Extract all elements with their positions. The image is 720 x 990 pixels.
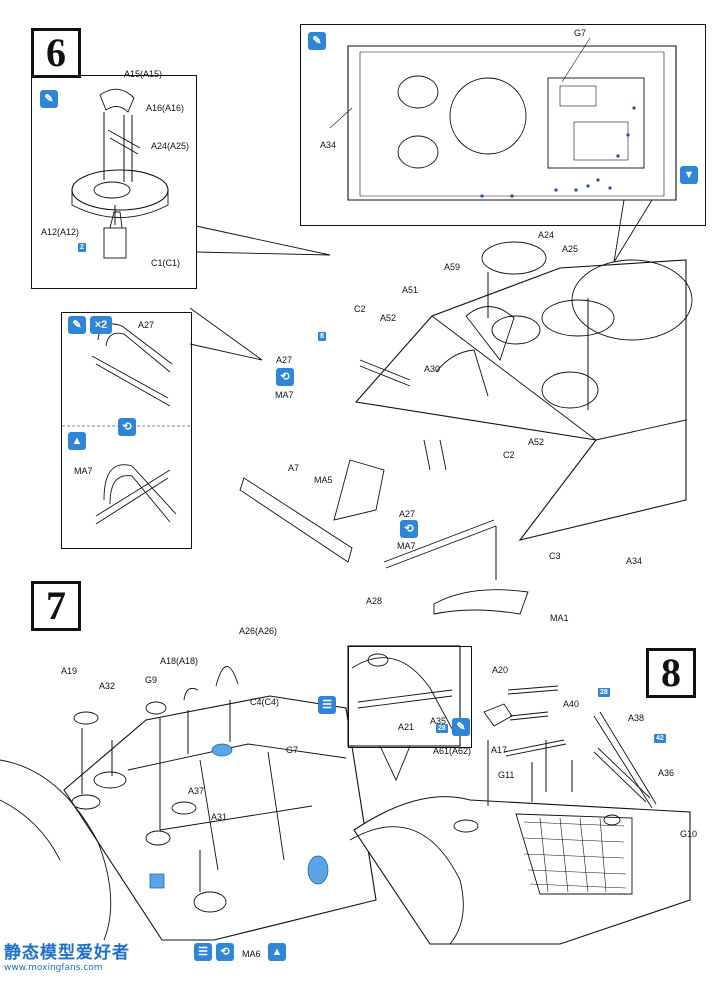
part-label: A12(A12) xyxy=(41,227,80,237)
part-label: A18(A18) xyxy=(160,656,199,666)
part-label: A26(A26) xyxy=(239,626,278,636)
part-label: A16(A16) xyxy=(146,103,185,113)
turret-detail-drawing xyxy=(71,88,169,259)
hull-plate-top-view xyxy=(329,37,677,201)
top-view-icon: ▲ xyxy=(268,943,286,961)
top-view-icon: ▲ xyxy=(68,432,86,450)
part-label: C3 xyxy=(549,551,561,561)
part-label: A28 xyxy=(366,596,383,606)
part-label: A27 xyxy=(138,320,155,330)
part-label: C2 xyxy=(354,304,366,314)
part-label: A51 xyxy=(402,285,419,295)
hatch-icon: ☰ xyxy=(194,943,212,961)
part-tag: 42 xyxy=(654,734,666,743)
part-label: G7 xyxy=(286,745,299,755)
part-label: A20 xyxy=(492,665,509,675)
part-label: G7 xyxy=(574,28,587,38)
glue-icon: ✎ xyxy=(40,90,58,108)
glue-icon: ✎ xyxy=(452,718,470,736)
part-tag: 2 xyxy=(78,243,86,252)
hull-step8 xyxy=(349,685,691,945)
part-label: A61(A62) xyxy=(433,746,472,756)
step-number-6: 6 xyxy=(31,28,81,78)
inset-pointer-ma7 xyxy=(189,307,263,361)
part-label: A52 xyxy=(380,313,397,323)
hull-step7 xyxy=(0,666,377,941)
part-label: MA5 xyxy=(314,475,333,485)
step6-top-panel xyxy=(300,24,706,226)
part-label: A7 xyxy=(288,463,300,473)
step6-ma7-panel xyxy=(61,312,192,549)
part-label: MA7 xyxy=(275,390,294,400)
part-label: A24(A25) xyxy=(151,141,190,151)
part-label: A32 xyxy=(99,681,116,691)
part-label: G10 xyxy=(680,829,698,839)
part-label: A34 xyxy=(320,140,337,150)
part-label: A40 xyxy=(563,699,580,709)
part-label: G9 xyxy=(145,675,158,685)
part-label: MA6 xyxy=(242,949,261,959)
hatch-icon: ☰ xyxy=(318,696,336,714)
part-label: A59 xyxy=(444,262,461,272)
part-label: MA7 xyxy=(74,466,93,476)
part-label: A38 xyxy=(628,713,645,723)
flip-icon: ⟲ xyxy=(216,943,234,961)
flip-icon: ⟲ xyxy=(118,418,136,436)
watermark-title: 静态模型爱好者 xyxy=(4,943,130,963)
part-label: C1(C1) xyxy=(151,258,181,268)
part-label: A36 xyxy=(658,768,675,778)
glue-icon: ✎ xyxy=(308,32,326,50)
part-tag: 28 xyxy=(436,724,448,733)
part-label: A34 xyxy=(626,556,643,566)
glue-icon: ✎ xyxy=(68,316,86,334)
step-number-7: 7 xyxy=(31,581,81,631)
part-label: A21 xyxy=(398,722,415,732)
part-label: C4(C4) xyxy=(250,697,280,707)
part-label: C2 xyxy=(503,450,515,460)
part-label: A27 xyxy=(399,509,416,519)
flip-icon: ⟲ xyxy=(400,520,418,538)
part-label: A35 xyxy=(430,716,447,726)
watermark: 静态模型爱好者 www.moxingfans.com xyxy=(4,943,164,974)
part-label: A25 xyxy=(562,244,579,254)
part-label: A17 xyxy=(491,745,508,755)
part-label: A31 xyxy=(211,812,228,822)
part-label: A24 xyxy=(538,230,555,240)
part-tag: 8 xyxy=(318,332,326,341)
step8-inset-panel xyxy=(348,646,472,748)
up-icon: ▼ xyxy=(680,166,698,184)
x2-icon: ×2 xyxy=(90,316,112,334)
hull-main-step6 xyxy=(239,241,693,615)
part-label: A30 xyxy=(424,364,441,374)
part-tag: 28 xyxy=(598,688,610,697)
watermark-url: www.moxingfans.com xyxy=(4,963,103,973)
flip-icon: ⟲ xyxy=(276,368,294,386)
part-label: MA7 xyxy=(397,541,416,551)
part-label: MA1 xyxy=(550,613,569,623)
part-label: G11 xyxy=(498,770,515,780)
part-label: A19 xyxy=(61,666,78,676)
part-label: A27 xyxy=(276,355,293,365)
step-number-8: 8 xyxy=(646,648,696,698)
part-label: A15(A15) xyxy=(124,69,163,79)
inset-pointer-6 xyxy=(195,225,331,256)
part-label: A37 xyxy=(188,786,205,796)
step6-inset-panel xyxy=(31,75,197,289)
part-label: A52 xyxy=(528,437,545,447)
